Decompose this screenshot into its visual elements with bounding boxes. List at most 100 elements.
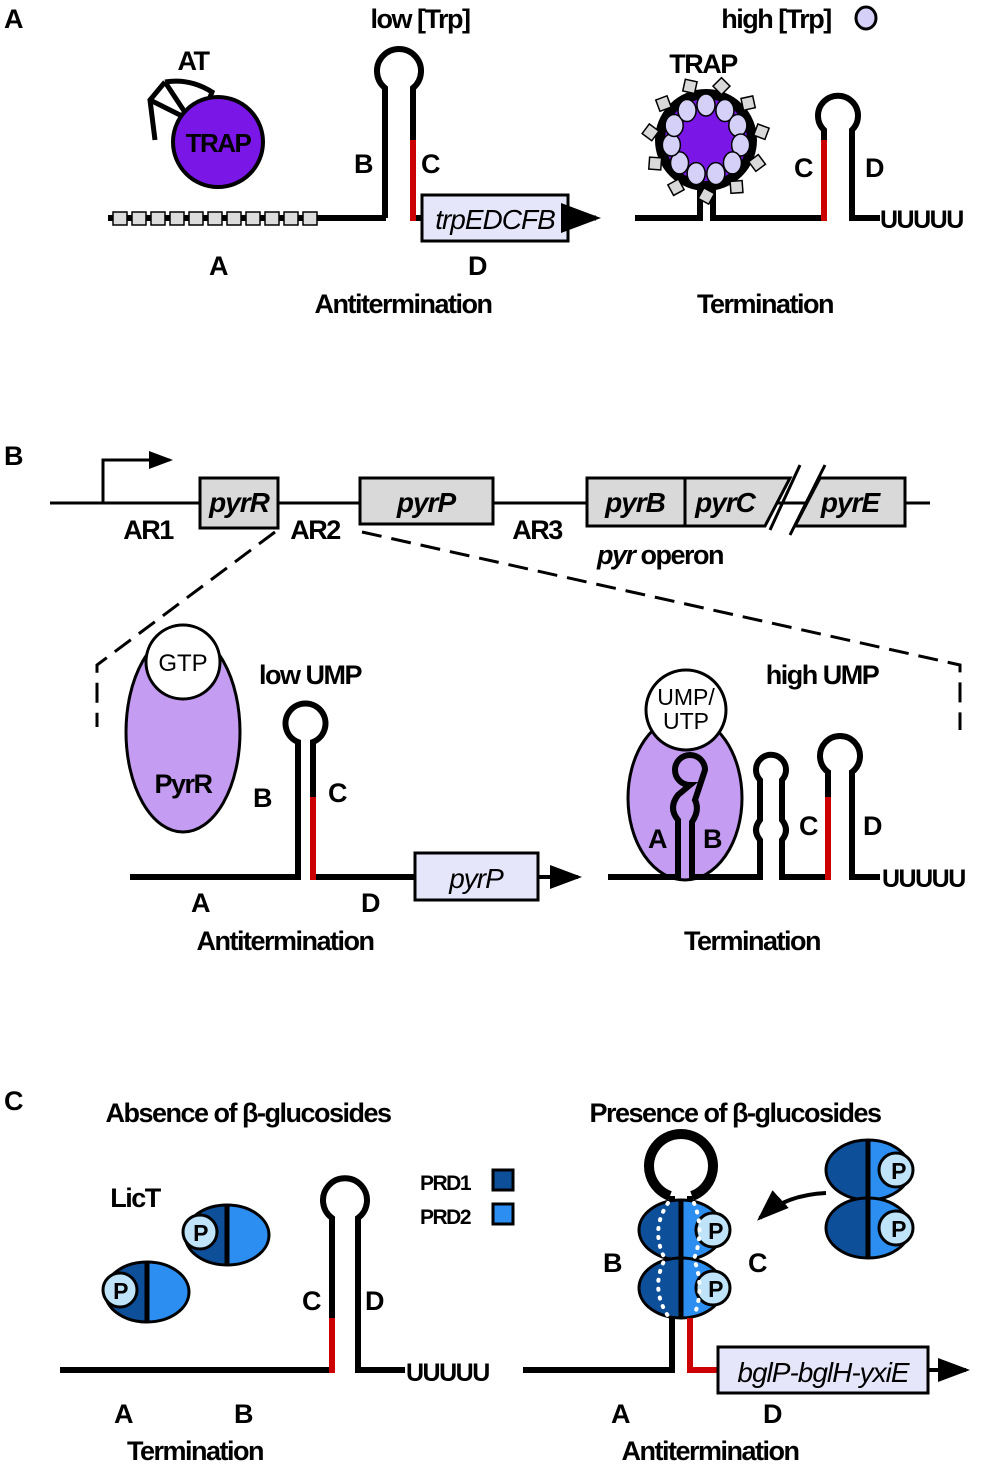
ump-label: UMP/ [657,684,715,710]
phosphate-icon [181,1213,219,1251]
trap-subunit-square [740,95,757,112]
gene-box-pyrp [413,851,540,902]
region-c-pyr: C [328,778,347,808]
trap-subunit-square [697,186,716,206]
poly-u-bgl: UUUUU [406,1359,489,1387]
trap-binding-repeat [169,211,185,226]
legend-prd1-swatch [491,1168,515,1192]
tryptophan-icon [696,93,716,117]
bc-hairpin [374,46,425,221]
cd-terminator-hairpin [815,92,880,221]
trap-subunit-square [711,76,732,96]
region-b-bgl: B [234,1399,253,1429]
region-d-bgl: D [365,1286,384,1316]
trap-binding-repeat [264,211,280,226]
panel-c: C Absence of β-glucosides Presence of β-… [4,1086,970,1466]
trap-binding-repeat [188,211,204,226]
trap-binding-repeat [245,211,261,226]
region-a-bgl: A [114,1399,133,1429]
lict-terminator [60,1175,405,1373]
tryptophan-icon [677,98,697,123]
phosphate-label: P [891,1158,906,1184]
region-d-term: D [865,153,884,183]
utp-label: UTP [663,708,709,734]
phosphate-label: P [113,1278,128,1304]
at-label: AT [178,46,211,76]
tryptophan-icon [728,113,748,138]
phosphate-icon [694,1211,732,1249]
phosphate-icon [694,1269,732,1307]
phosphate-icon [877,1209,915,1247]
rna-strand-termination [635,180,824,221]
trap-subunit-square [681,78,698,95]
tryptophan-icon [715,98,735,123]
ump-utp-ligand [644,668,728,752]
region-c: C [421,149,440,179]
region-c-bgl: C [302,1286,321,1316]
panel-a-label: A [4,4,23,34]
gtp-label: GTP [158,650,207,677]
gtp-ligand [144,623,222,701]
ribat-loop [644,1128,718,1201]
region-a-bgl-anti: A [611,1399,630,1429]
gene-pyrc-box [683,476,793,528]
legend-prd1: PRD1 [420,1172,472,1195]
region-b-bgl-anti: B [603,1248,622,1278]
phosphate-icon [101,1271,139,1309]
zoom-line-right [361,530,962,730]
legend-prd2-swatch [491,1202,515,1226]
gene-trpedcfb: trpEDCFB [435,204,555,235]
termination-label-pyr: Termination [684,926,820,956]
low-trp-label: low [Trp] [371,4,470,34]
region-b-pyr: B [253,783,272,813]
region-c-pyr-term: C [799,811,818,841]
panel-c-label: C [4,1086,23,1116]
trap-subunit-square [654,94,673,113]
tryptophan-icon [661,133,682,157]
region-d: D [468,251,487,281]
gene-pyre: pyrE [820,487,882,518]
presence-label: Presence of β-glucosides [589,1098,881,1128]
tryptophan-icon [854,5,878,31]
gene-pyrb: pyrB [604,487,666,518]
trap-binding-repeat [131,211,147,226]
trap-subunit-square [752,123,771,141]
trap-subunit-square [647,156,663,171]
trap-text: TRAP [186,128,252,158]
trap-binding-sites [112,211,318,226]
trap-subunit-square [666,178,686,197]
ar1-label: AR1 [123,515,174,545]
tryptophan-icon [664,113,684,138]
region-a: A [209,251,228,281]
region-d-pyr: D [361,888,380,918]
poly-u-pyr: UUUUU [882,865,965,893]
panel-b-label: B [4,441,23,471]
trap-binding-repeat [207,211,223,226]
operon-italic: pyr [596,540,638,570]
pyr-antiterminator [130,700,415,880]
region-a-pyr: A [191,888,210,918]
promoter-arrow [101,451,173,503]
terminator-segment-c2 [687,1318,720,1373]
tryptophan-icon [706,161,726,186]
gene-pyrb-box [585,476,687,528]
trap-subunit-square [641,122,660,142]
trap-protein [171,95,265,189]
antitermination-label-pyr: Antitermination [197,926,374,956]
region-c-bgl-anti: C [748,1248,767,1278]
phosphate-label: P [891,1216,906,1242]
absence-label: Absence of β-glucosides [105,1098,391,1128]
tryptophan-icon [722,151,743,175]
phosphate-label: P [708,1276,723,1302]
tryptophan-icon [686,161,706,186]
anti-trap-icon [147,78,216,141]
legend-prd2: PRD2 [420,1206,471,1229]
termination-label: Termination [697,289,833,319]
gene-bglp-bglh-yxie: bglP-bglH-yxiE [737,1357,909,1388]
trap-subunit-square [747,153,767,173]
panel-a: A low [Trp] high [Trp] AT TRAP B C trpED… [4,4,965,319]
gene-pyrp-italic: pyrP [448,863,504,894]
gene-pyrr-box [198,476,280,530]
region-d-bgl-anti: D [763,1399,782,1429]
gene-pyrr: pyrR [208,487,271,518]
